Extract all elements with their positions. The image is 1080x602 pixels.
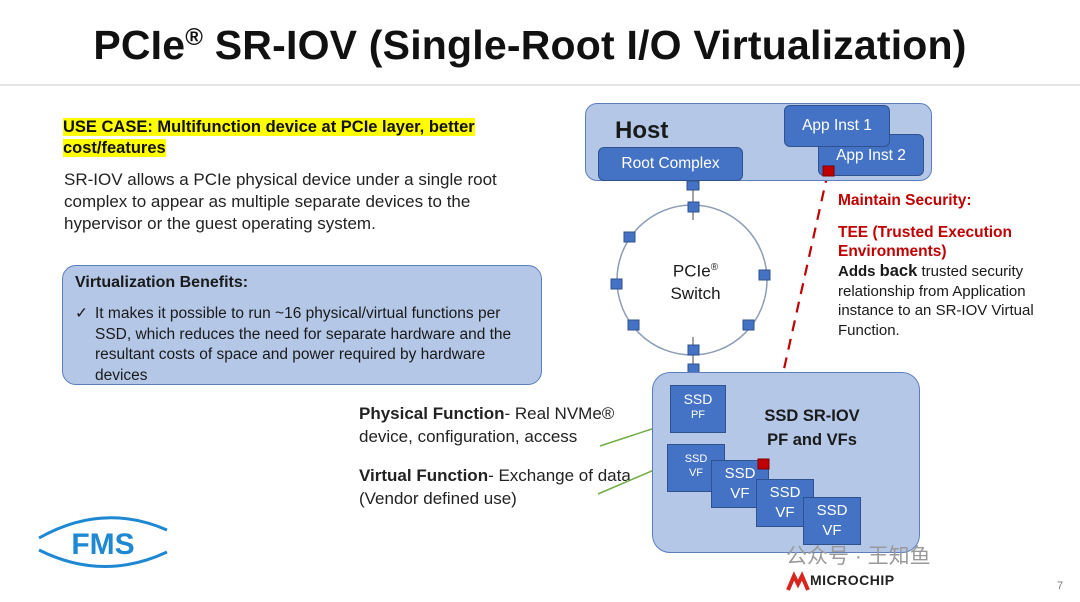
app-inst-1-box: App Inst 1 bbox=[784, 105, 890, 147]
slide-title: PCIe® SR-IOV (Single-Root I/O Virtualiza… bbox=[93, 22, 967, 68]
watermark-text: 公众号 · 王知鱼 bbox=[786, 545, 931, 568]
benefits-box: Virtualization Benefits: ✓ It makes it p… bbox=[62, 265, 542, 385]
page-number: 7 bbox=[1057, 580, 1064, 592]
port-square bbox=[742, 319, 755, 331]
root-complex-box: Root Complex bbox=[598, 147, 743, 181]
use-case-label: USE CASE: Multifunction device at PCIe l… bbox=[63, 117, 483, 159]
fms-logo: FMS bbox=[38, 516, 168, 568]
port-square bbox=[627, 319, 640, 331]
security-endpoint-square bbox=[822, 165, 835, 177]
port-square bbox=[687, 201, 700, 213]
tee-label: TEE (Trusted Execution Environments) bbox=[838, 224, 1012, 260]
port-square bbox=[610, 278, 623, 290]
port-square bbox=[687, 344, 700, 356]
checkmark-icon: ✓ bbox=[75, 305, 88, 322]
microchip-logo-text: MICROCHIP bbox=[810, 572, 895, 588]
svg-text:FMS: FMS bbox=[71, 528, 134, 561]
security-endpoint-square bbox=[757, 458, 770, 470]
ssd-pf-box: SSD PF bbox=[670, 385, 726, 433]
port-square bbox=[686, 180, 700, 191]
virtual-function-label: Virtual Function- Exchange of data (Vend… bbox=[359, 466, 631, 508]
security-title: Maintain Security: bbox=[838, 192, 972, 209]
port-square bbox=[758, 269, 771, 281]
benefits-title: Virtualization Benefits: bbox=[75, 274, 249, 291]
host-label: Host bbox=[615, 117, 669, 144]
pcie-switch-label: PCIe® Switch bbox=[670, 261, 721, 303]
title-divider bbox=[0, 84, 1080, 86]
microchip-logo-icon bbox=[786, 571, 810, 591]
ssd-vf-box: SSD VF bbox=[803, 497, 861, 545]
physical-function-label: Physical Function- Real NVMe® device, co… bbox=[359, 404, 615, 446]
benefits-item-text: It makes it possible to run ~16 physical… bbox=[95, 305, 512, 384]
security-description: Adds back trusted security relationship … bbox=[838, 262, 1034, 339]
port-square bbox=[623, 231, 636, 243]
sriov-description: SR-IOV allows a PCIe physical device und… bbox=[64, 170, 497, 233]
